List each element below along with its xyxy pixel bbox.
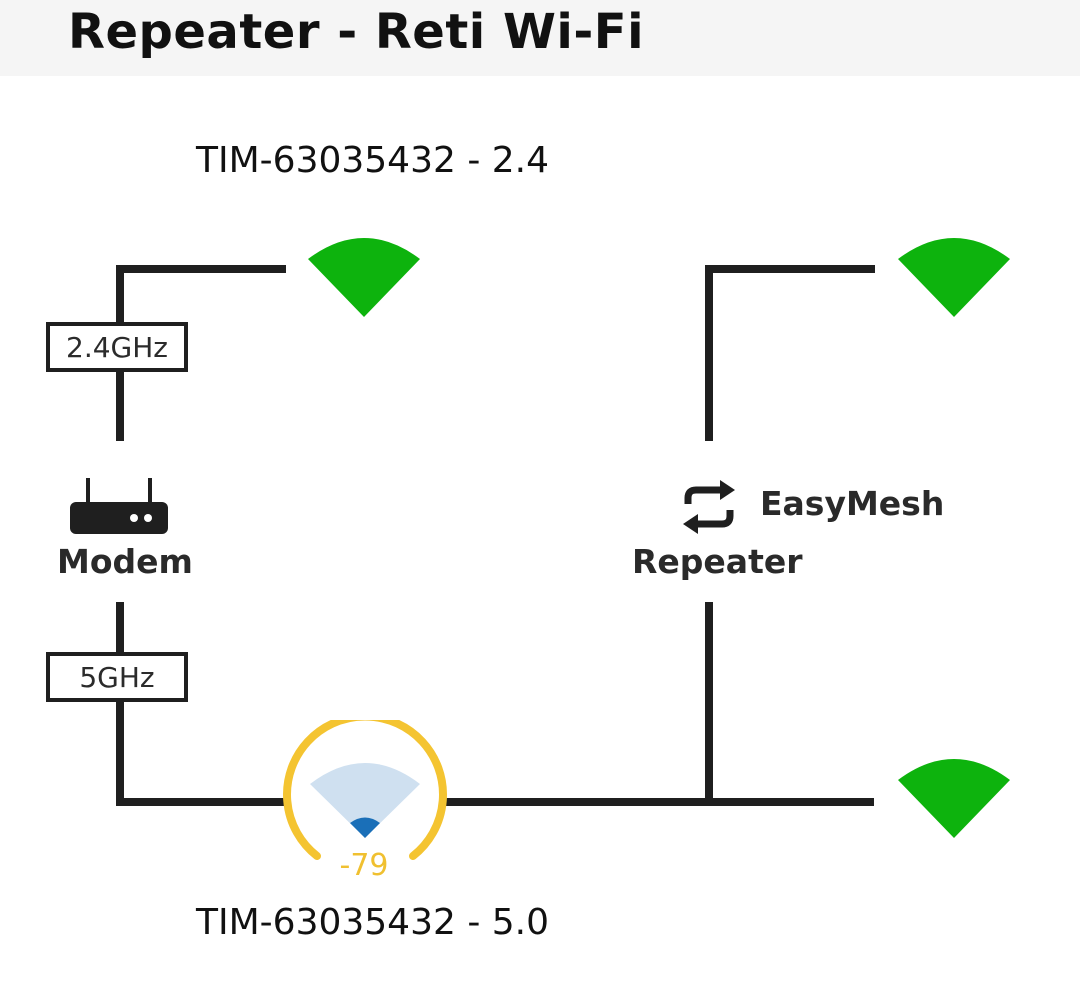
backhaul-line (446, 798, 874, 806)
band-5ghz-badge: 5GHz (46, 652, 188, 702)
modem-bottom-vertical-line (116, 602, 124, 806)
repeater-bottom-vertical-line (705, 602, 713, 806)
router-icon (68, 474, 170, 536)
repeater-label: Repeater (632, 542, 803, 581)
repeater-wifi-24-icon[interactable] (898, 237, 1010, 317)
modem-label: Modem (57, 542, 193, 581)
ssid-24-label: TIM-63035432 - 2.4 (196, 140, 550, 181)
signal-value: -79 (339, 848, 389, 883)
modem-top-horizontal-line (116, 265, 286, 273)
easymesh-label: EasyMesh (760, 484, 945, 523)
page-title: Repeater - Reti Wi-Fi (68, 4, 645, 60)
signal-strength-gauge[interactable] (282, 720, 448, 862)
repeater-top-horizontal-line (705, 265, 875, 273)
sync-arrows-icon (680, 480, 738, 534)
repeater-wifi-50-icon[interactable] (898, 758, 1010, 838)
repeater-top-vertical-line (705, 265, 713, 441)
ssid-50-label: TIM-63035432 - 5.0 (196, 902, 550, 943)
band-24ghz-badge: 2.4GHz (46, 322, 188, 372)
wifi-24-icon[interactable] (308, 237, 420, 317)
modem-bottom-horizontal-line (116, 798, 286, 806)
app-header: Repeater - Reti Wi-Fi (0, 0, 1080, 76)
wifi-signal-icon (310, 763, 420, 838)
